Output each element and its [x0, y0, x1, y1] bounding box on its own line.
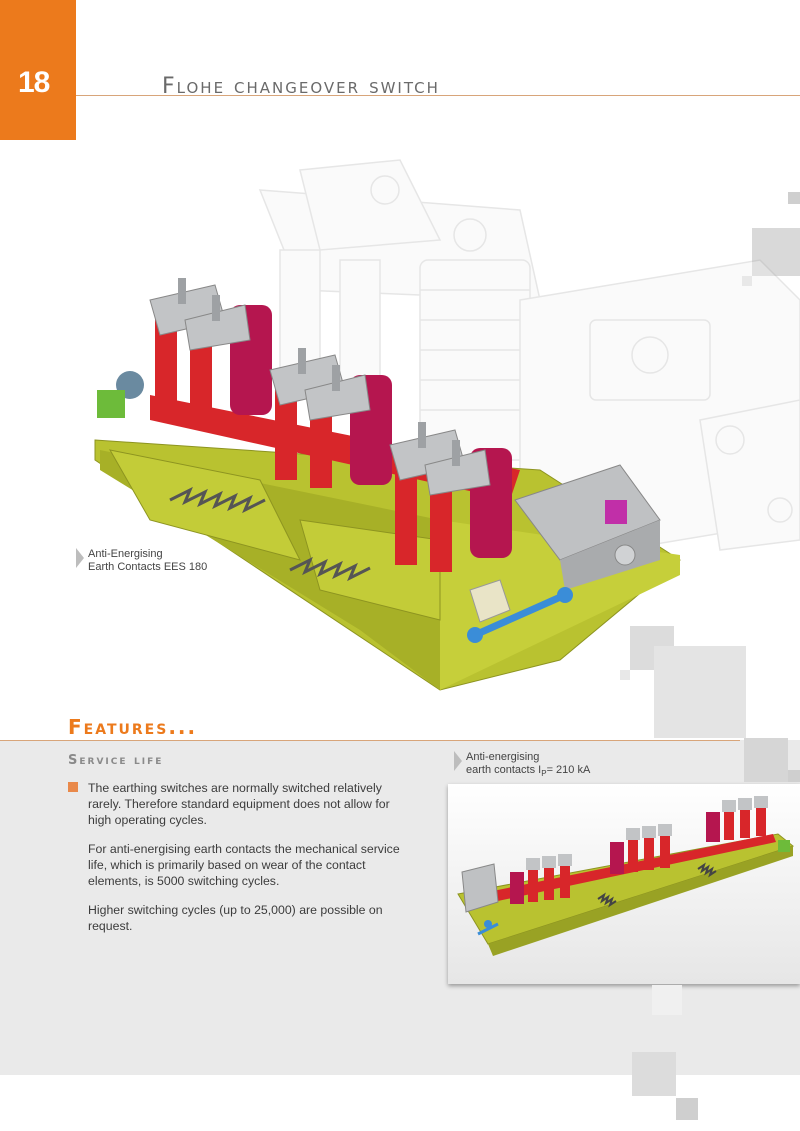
deco-square: [742, 276, 752, 286]
deco-square: [788, 770, 800, 782]
hero-caption-line2: Earth Contacts EES 180: [88, 561, 208, 573]
deco-square: [654, 646, 746, 738]
features-rule: [0, 740, 740, 741]
operating-linkage: [467, 579, 573, 643]
page-number-tab: 18: [0, 0, 76, 140]
page-number: 18: [18, 66, 50, 99]
auxiliary-switch-box: [514, 464, 661, 590]
deco-square: [744, 738, 788, 782]
paragraph-3: Higher switching cycles (up to 25,000) a…: [88, 903, 383, 933]
photo-caption-suffix: = 210 kA: [546, 764, 591, 776]
paragraph-2: For anti-energising earth contacts the m…: [88, 842, 400, 888]
caption-arrow-icon: [76, 548, 84, 568]
contact-pole-1: [149, 278, 272, 418]
deco-square: [632, 1052, 676, 1096]
hero-caption: Anti-Energising Earth Contacts EES 180: [76, 548, 208, 574]
switch-assembly-render: [94, 159, 800, 691]
product-photo: [448, 784, 800, 984]
deco-square: [620, 670, 630, 680]
terminal-block: [97, 390, 125, 418]
long-switch-render: [448, 784, 800, 984]
paragraph-1: The earthing switches are normally switc…: [88, 781, 390, 827]
service-life-title: Service life: [68, 753, 164, 768]
photo-caption: Anti-energising earth contacts IP= 210 k…: [454, 751, 590, 780]
header-rule: [76, 95, 800, 96]
features-heading: Features...: [68, 715, 198, 739]
hero-illustration: [0, 100, 800, 710]
page-title: Flohe changeover switch: [162, 74, 440, 99]
bullet-square-icon: [68, 782, 78, 792]
spring: [169, 486, 371, 582]
deco-square: [676, 1098, 698, 1120]
contact-pole-2: [269, 348, 392, 488]
deco-square: [788, 192, 800, 204]
deco-square: [752, 228, 800, 276]
hero-caption-line1: Anti-Energising: [88, 548, 163, 560]
deco-square: [652, 985, 682, 1015]
caption-arrow-icon: [454, 751, 462, 771]
contact-pole-3: [389, 422, 512, 572]
photo-caption-line2: earth contacts IP= 210 kA: [466, 764, 590, 780]
photo-caption-prefix: earth contacts I: [466, 764, 542, 776]
photo-caption-line1: Anti-energising: [466, 751, 540, 763]
photo-caption-subscript: P: [541, 769, 547, 779]
